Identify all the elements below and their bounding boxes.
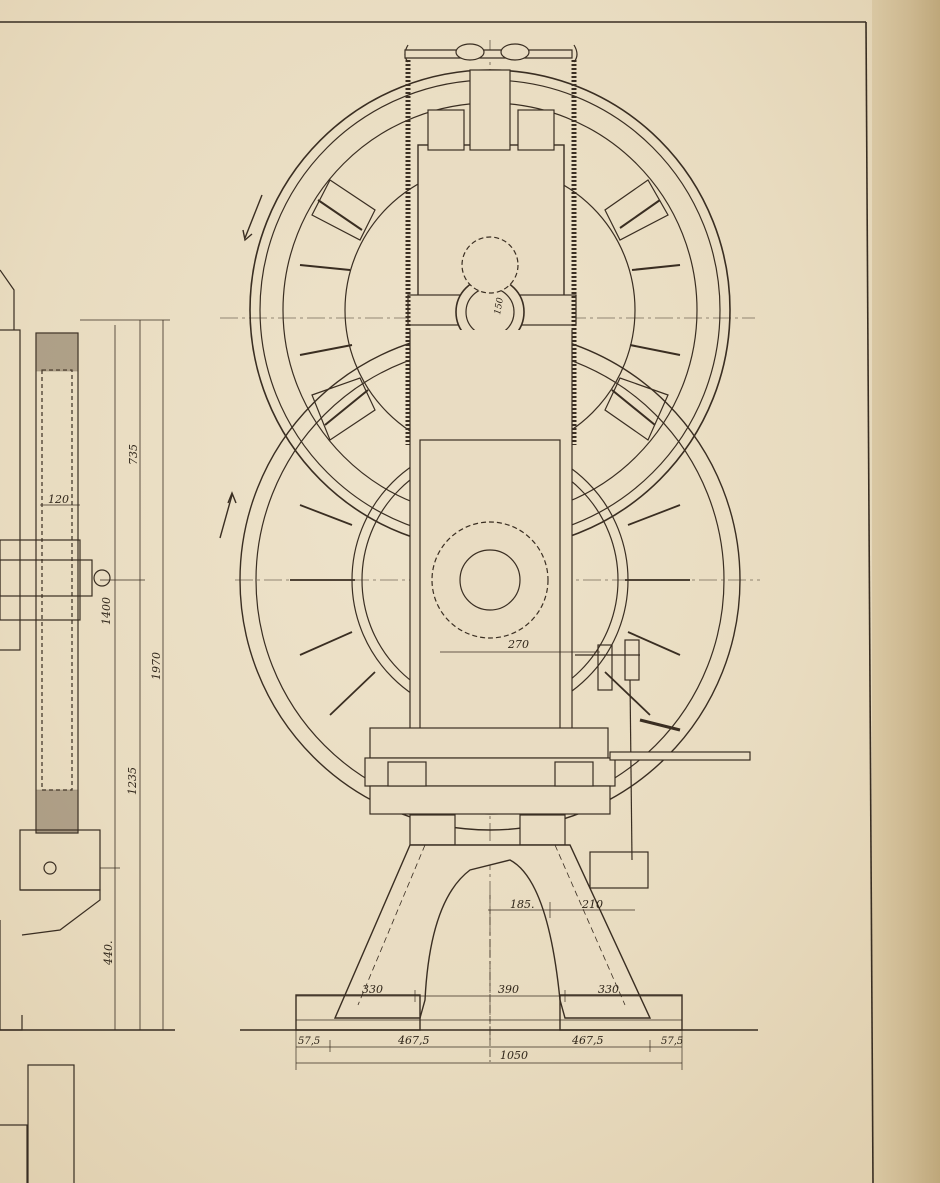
dim-150: 150 (493, 297, 506, 316)
rotation-arrow-lower (219, 491, 237, 539)
dim-1235: 1235 (126, 767, 139, 795)
dim-330-left: 330 (362, 983, 383, 996)
right-spring (571, 44, 578, 445)
dim-270: 270 (507, 638, 529, 651)
pedestal-base (240, 844, 758, 1031)
left-spring (404, 44, 411, 445)
dim-210: 210 (581, 898, 603, 911)
dim-440: 440. (102, 941, 115, 967)
dim-1050: 1050 (500, 1049, 528, 1062)
dim-1400: 1400 (100, 597, 113, 625)
dim-330-right: 330 (598, 983, 619, 996)
top-yoke (404, 43, 573, 61)
left-side-view (0, 269, 175, 1183)
sheet-border (0, 21, 874, 1183)
dim-390: 390 (498, 983, 519, 996)
bottom-dimension-lines (295, 651, 683, 1070)
central-frame (364, 69, 616, 846)
dim-185: 185. (510, 898, 535, 911)
dim-467-5-right: 467,5 (571, 1034, 604, 1047)
dim-1970: 1970 (150, 652, 163, 680)
left-dimension-lines (40, 319, 170, 1030)
dim-57-5-right: 57,5 (661, 1036, 683, 1047)
paper-edge (872, 0, 940, 1183)
dim-735: 735 (127, 444, 140, 465)
dim-467-5-left: 467,5 (397, 1034, 430, 1047)
rotation-arrow-upper (242, 194, 263, 242)
dim-120: 120 (48, 493, 69, 506)
dim-57-5-left: 57,5 (298, 1036, 320, 1047)
